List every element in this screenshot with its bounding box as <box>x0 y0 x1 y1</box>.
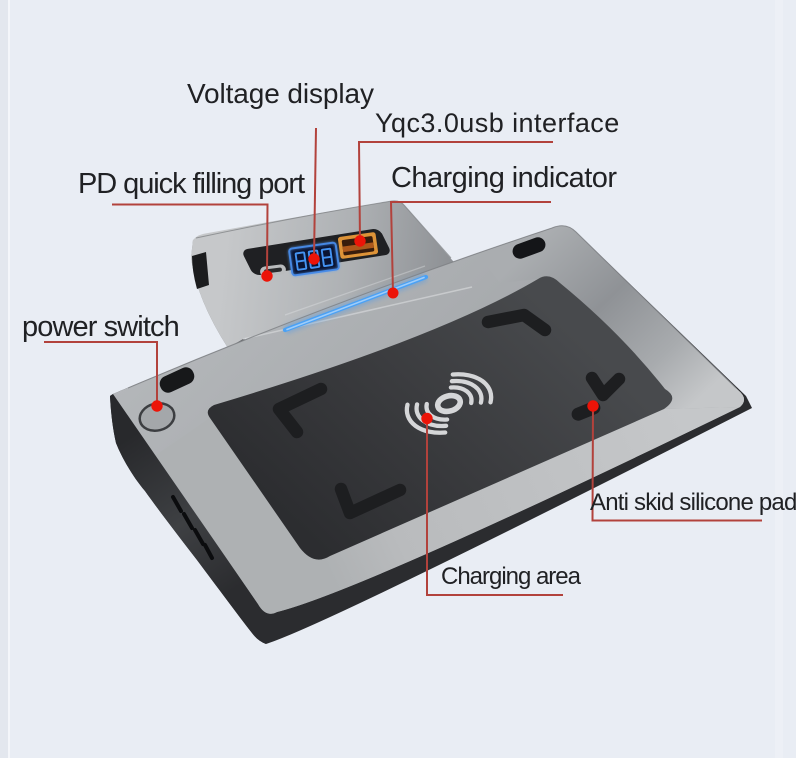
svg-text:Charging area: Charging area <box>441 563 582 590</box>
svg-text:Yqc3.0usb interface: Yqc3.0usb interface <box>375 108 620 138</box>
svg-text:Charging indicator: Charging indicator <box>391 162 617 194</box>
svg-text:Anti skid silicone pad: Anti skid silicone pad <box>590 489 796 516</box>
svg-text:power switch: power switch <box>22 311 179 343</box>
svg-text:Voltage display: Voltage display <box>187 78 374 109</box>
svg-text:PD quick filling port: PD quick filling port <box>78 168 305 200</box>
